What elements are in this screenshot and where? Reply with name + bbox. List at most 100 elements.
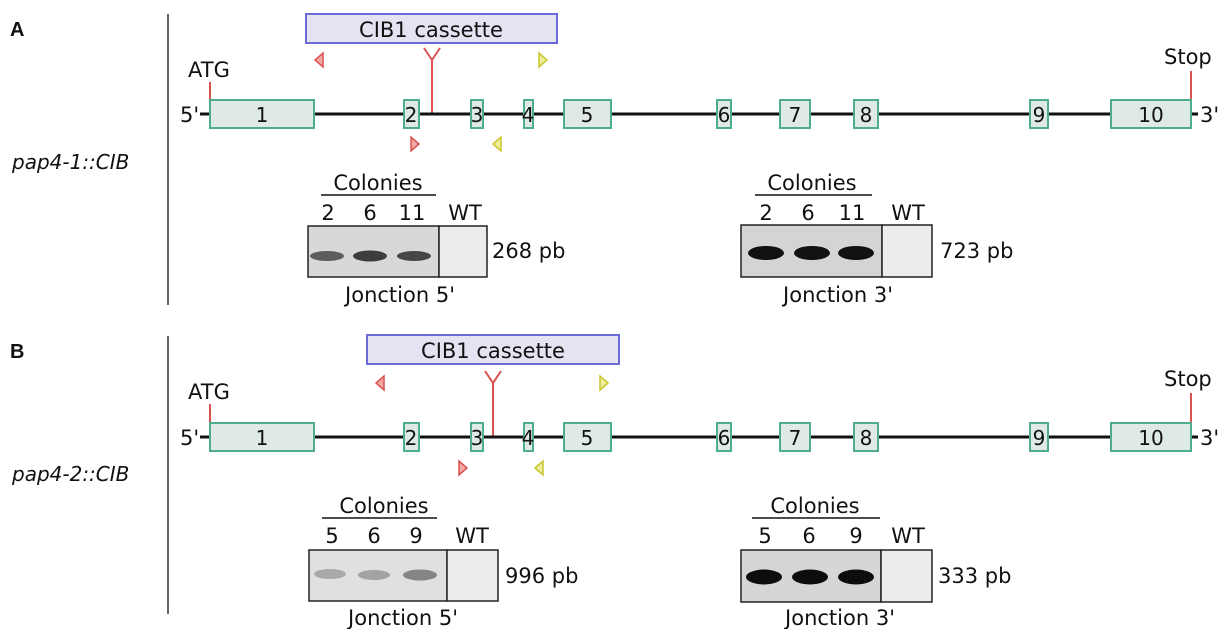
- exon-6-b: [716, 422, 732, 452]
- band-size-b1: 996 pb: [505, 564, 578, 588]
- gel-band-a2-1: [794, 246, 830, 260]
- lane-label-a2-2: 11: [839, 201, 866, 225]
- exon-2-label-a: 2: [405, 103, 418, 127]
- exon-9-b: [1029, 422, 1049, 452]
- exon-5-a: [563, 99, 612, 129]
- exons-b: 1 2 3 4 5 6 7 8 9 10: [209, 422, 1192, 452]
- gel-band-a2-2: [838, 246, 874, 260]
- lane-label-b1-wt: WT: [455, 524, 489, 548]
- exon-10-b: [1110, 422, 1192, 452]
- panel-a: A pap4-1::CIB CIB1 cassette ATG Stop 5' …: [10, 13, 1219, 307]
- cassette-label-a: CIB1 cassette: [359, 18, 503, 42]
- gel-band-a2-0: [748, 246, 784, 260]
- gel-junction-5-b: Colonies 5 6 9 WT 996 pb Jonction 5': [308, 494, 578, 629]
- gel-band-a1-1: [353, 250, 387, 262]
- exon-5-label-b: 5: [581, 426, 594, 450]
- exon-9-label-b: 9: [1033, 426, 1046, 450]
- exon-1-label-a: 1: [256, 103, 269, 127]
- gel-band-b2-0: [746, 569, 782, 585]
- exon-10-label-a: 10: [1138, 103, 1163, 127]
- strain-name-a: pap4-1::CIB: [11, 150, 129, 174]
- exon-1-label-b: 1: [256, 426, 269, 450]
- panel-b: B pap4-2::CIB CIB1 cassette ATG Stop 5' …: [10, 334, 1219, 629]
- panel-letter-b: B: [10, 341, 24, 363]
- exon-4-b: [523, 422, 534, 452]
- lane-label-b2-wt: WT: [891, 524, 925, 548]
- primer-yellow-reverse-a: [491, 135, 502, 153]
- cib1-cassette-b: [366, 334, 620, 365]
- primer-yellow-forward-b: [599, 374, 610, 392]
- colonies-header-b1: Colonies: [339, 494, 428, 518]
- gel-wt-image-a2: [881, 224, 933, 278]
- lane-label-b2-2: 9: [849, 524, 862, 548]
- lane-label-b1-0: 5: [325, 524, 338, 548]
- exon-3-a: [470, 99, 484, 129]
- exon-7-b: [779, 422, 811, 452]
- gel-junction-3-b: Colonies 5 6 9 WT 333 pb Jonction 3': [740, 494, 1011, 629]
- exon-3-b: [470, 422, 484, 452]
- gel-wt-image-b1: [446, 549, 499, 602]
- exon-3-label-a: 3: [471, 103, 484, 127]
- insertion-fork-a: [423, 47, 441, 62]
- exon-10-a: [1110, 99, 1192, 129]
- atg-label-b: ATG: [188, 380, 230, 404]
- exon-8-b: [853, 422, 879, 452]
- cib1-cassette-a: [305, 13, 558, 44]
- exon-4-label-b: 4: [522, 426, 535, 450]
- colonies-header-a2: Colonies: [767, 171, 856, 195]
- exon-5-b: [563, 422, 612, 452]
- gel-band-b2-2: [838, 569, 874, 585]
- junction-caption-a2: Jonction 3': [781, 283, 893, 307]
- exon-8-a: [853, 99, 879, 129]
- gel-band-a1-0: [310, 251, 344, 261]
- exon-3-label-b: 3: [471, 426, 484, 450]
- exon-9-label-a: 9: [1033, 103, 1046, 127]
- lane-label-b1-1: 6: [367, 524, 380, 548]
- primer-red-forward-a: [410, 135, 421, 153]
- exon-4-label-a: 4: [522, 103, 535, 127]
- stop-label-b: Stop: [1164, 367, 1212, 391]
- atg-label-a: ATG: [188, 58, 230, 82]
- exon-4-a: [523, 99, 534, 129]
- band-size-a2: 723 pb: [940, 239, 1013, 263]
- exon-2-label-b: 2: [405, 426, 418, 450]
- exon-7-label-a: 7: [789, 103, 802, 127]
- exon-2-a: [403, 99, 420, 129]
- primer-red-reverse-a: [313, 51, 324, 69]
- gel-band-a1-2: [397, 251, 431, 261]
- gel-band-b1-1: [358, 570, 390, 580]
- exon-8-label-b: 8: [860, 426, 873, 450]
- exon-6-a: [716, 99, 732, 129]
- primer-yellow-reverse-b: [533, 459, 544, 477]
- lane-label-a2-wt: WT: [891, 201, 925, 225]
- five-prime-a: 5': [180, 103, 199, 127]
- exon-8-label-a: 8: [860, 103, 873, 127]
- exon-9-a: [1029, 99, 1049, 129]
- panel-letter-a: A: [10, 19, 24, 41]
- colonies-header-b2: Colonies: [770, 494, 859, 518]
- colonies-header-a1: Colonies: [333, 171, 422, 195]
- lane-label-a1-wt: WT: [448, 201, 482, 225]
- lane-label-a1-1: 6: [363, 201, 376, 225]
- exon-7-a: [779, 99, 811, 129]
- junction-caption-b2: Jonction 3': [783, 606, 895, 629]
- band-size-b2: 333 pb: [938, 564, 1011, 588]
- lane-label-b2-1: 6: [802, 524, 815, 548]
- gel-band-b1-2: [403, 569, 437, 581]
- exon-1-b: [209, 422, 315, 452]
- band-size-a1: 268 pb: [492, 239, 565, 263]
- exon-6-label-a: 6: [718, 103, 731, 127]
- gel-band-b2-1: [792, 569, 828, 585]
- exon-5-label-a: 5: [581, 103, 594, 127]
- lane-label-b1-2: 9: [409, 524, 422, 548]
- junction-caption-a1: Jonction 5': [343, 283, 455, 307]
- stop-label-a: Stop: [1164, 45, 1212, 69]
- exons-a: 1 2 3 4 5 6 7 8 9 10: [209, 99, 1192, 129]
- gel-wt-image-a1: [438, 225, 488, 278]
- junction-caption-b1: Jonction 5': [346, 606, 458, 629]
- strain-name-b: pap4-2::CIB: [11, 462, 129, 486]
- exon-10-label-b: 10: [1138, 426, 1163, 450]
- insertion-fork-b: [484, 370, 502, 385]
- primer-yellow-forward-a: [538, 51, 549, 69]
